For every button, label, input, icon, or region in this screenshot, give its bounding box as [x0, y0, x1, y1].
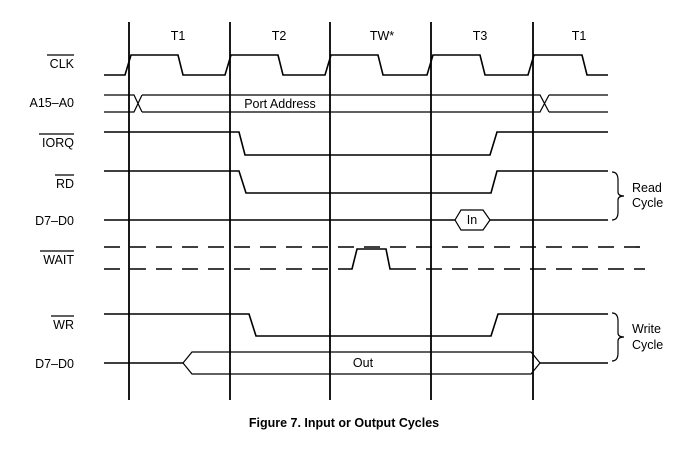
data-out-waveform: Out	[104, 351, 608, 375]
read-cycle-group: Read Cycle	[611, 171, 663, 221]
clk-waveform	[104, 54, 608, 76]
iorq-waveform	[104, 131, 608, 156]
write-cycle-label-2: Cycle	[632, 338, 663, 352]
wr-waveform	[104, 313, 608, 337]
write-cycle-label-1: Write	[632, 322, 661, 336]
data-in-box	[454, 209, 491, 231]
period-label-t2: T2	[272, 29, 287, 43]
period-label-tw: TW*	[370, 29, 394, 43]
read-cycle-label-1: Read	[632, 181, 662, 195]
figure-caption: Figure 7. Input or Output Cycles	[249, 416, 439, 430]
signal-label-data-in: D7–D0	[35, 214, 74, 228]
read-cycle-label-2: Cycle	[632, 196, 663, 210]
address-bus-body	[142, 94, 550, 113]
data-in-label: In	[467, 213, 477, 227]
address-bus-right-stub	[549, 94, 608, 113]
period-label-t1: T1	[171, 29, 186, 43]
period-labels: T1 T2 TW* T3 T1	[171, 29, 587, 43]
address-bus-waveform: Port Address	[104, 94, 608, 113]
period-label-t1-next: T1	[572, 29, 587, 43]
data-out-label: Out	[353, 356, 374, 370]
wait-sample-pulse	[345, 248, 400, 270]
signal-names: CLK A15–A0 IORQ RD D7–D0 WAIT WR D7–D0	[30, 54, 75, 371]
address-bus-left-stub	[104, 94, 143, 113]
signal-label-wait: WAIT	[43, 253, 74, 267]
signal-label-clk: CLK	[50, 57, 75, 71]
data-in-waveform: In	[104, 209, 608, 231]
signal-label-data-out: D7–D0	[35, 357, 74, 371]
period-boundaries	[128, 22, 534, 400]
signal-label-address: A15–A0	[30, 96, 75, 110]
signal-label-iorq: IORQ	[42, 136, 74, 150]
wait-waveform	[104, 246, 645, 270]
address-bus-label: Port Address	[244, 97, 316, 111]
signal-label-rd: RD	[56, 177, 74, 191]
write-cycle-brace	[611, 312, 625, 362]
signal-label-wr: WR	[53, 318, 74, 332]
read-cycle-brace	[611, 171, 625, 221]
write-cycle-group: Write Cycle	[611, 312, 663, 362]
period-label-t3: T3	[473, 29, 488, 43]
rd-waveform	[104, 170, 608, 194]
